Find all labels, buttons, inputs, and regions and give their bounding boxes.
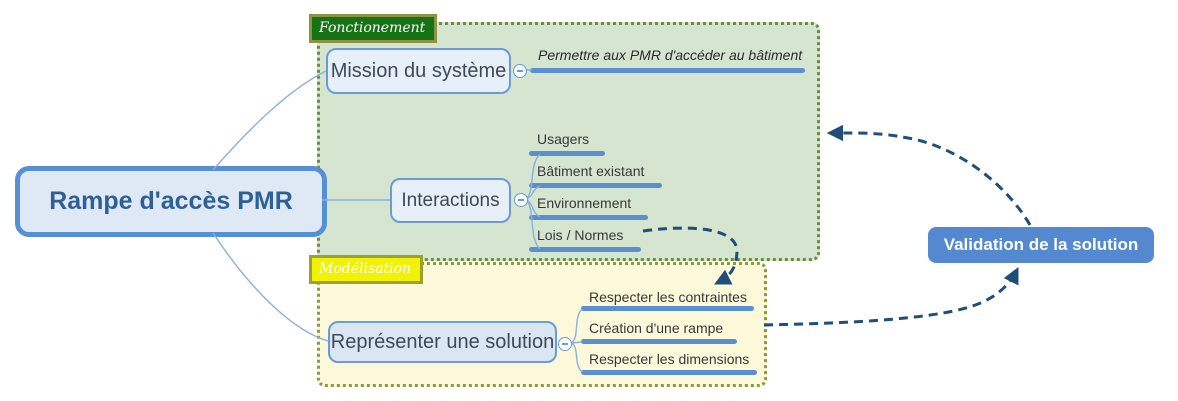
node-rampe-acces-pmr[interactable]: Rampe d'accès PMR — [15, 166, 327, 237]
group-fonctionnement-label[interactable]: Fonctionement — [309, 14, 438, 43]
node-representer-solution[interactable]: Représenter une solution — [328, 321, 557, 363]
minus-icon — [518, 199, 524, 201]
topic-lois-normes-branch — [529, 247, 641, 252]
node-interactions[interactable]: Interactions — [390, 178, 511, 223]
topic-respecter-dimensions-branch — [581, 370, 757, 375]
topic-usagers[interactable]: Usagers — [537, 131, 590, 147]
minus-icon — [517, 70, 523, 72]
topic-respecter-contraintes[interactable]: Respecter les contraintes — [589, 289, 747, 305]
topic-respecter-contraintes-branch — [581, 306, 754, 311]
node-mission-du-systeme[interactable]: Mission du système — [326, 48, 511, 94]
topic-usagers-branch — [529, 151, 605, 156]
collapse-toggle-representer[interactable] — [558, 337, 572, 351]
topic-creation-rampe[interactable]: Création d'une rampe — [589, 320, 724, 336]
arrow-validation-to-fonctionnement — [826, 124, 1032, 226]
topic-environnement-branch — [529, 215, 648, 220]
collapse-toggle-interactions[interactable] — [514, 193, 528, 207]
topic-batiment-existant[interactable]: Bâtiment existant — [537, 163, 645, 179]
arrow-solution-to-validation — [763, 267, 1019, 327]
minus-icon — [562, 343, 568, 345]
group-modelisation-label[interactable]: Modélisation — [309, 255, 424, 284]
topic-permettre-acces[interactable]: Permettre aux PMR d'accéder au bâtiment — [538, 47, 803, 63]
node-validation-solution[interactable]: Validation de la solution — [928, 227, 1154, 263]
topic-creation-rampe-branch — [581, 339, 737, 344]
collapse-toggle-mission[interactable] — [513, 64, 527, 78]
topic-environnement[interactable]: Environnement — [537, 195, 632, 211]
topic-permettre-acces-branch — [530, 68, 805, 73]
topic-respecter-dimensions[interactable]: Respecter les dimensions — [589, 351, 750, 367]
topic-batiment-existant-branch — [529, 183, 662, 188]
link-root-mission — [212, 70, 327, 171]
topic-lois-normes[interactable]: Lois / Normes — [537, 227, 624, 243]
link-root-representer — [212, 232, 329, 342]
